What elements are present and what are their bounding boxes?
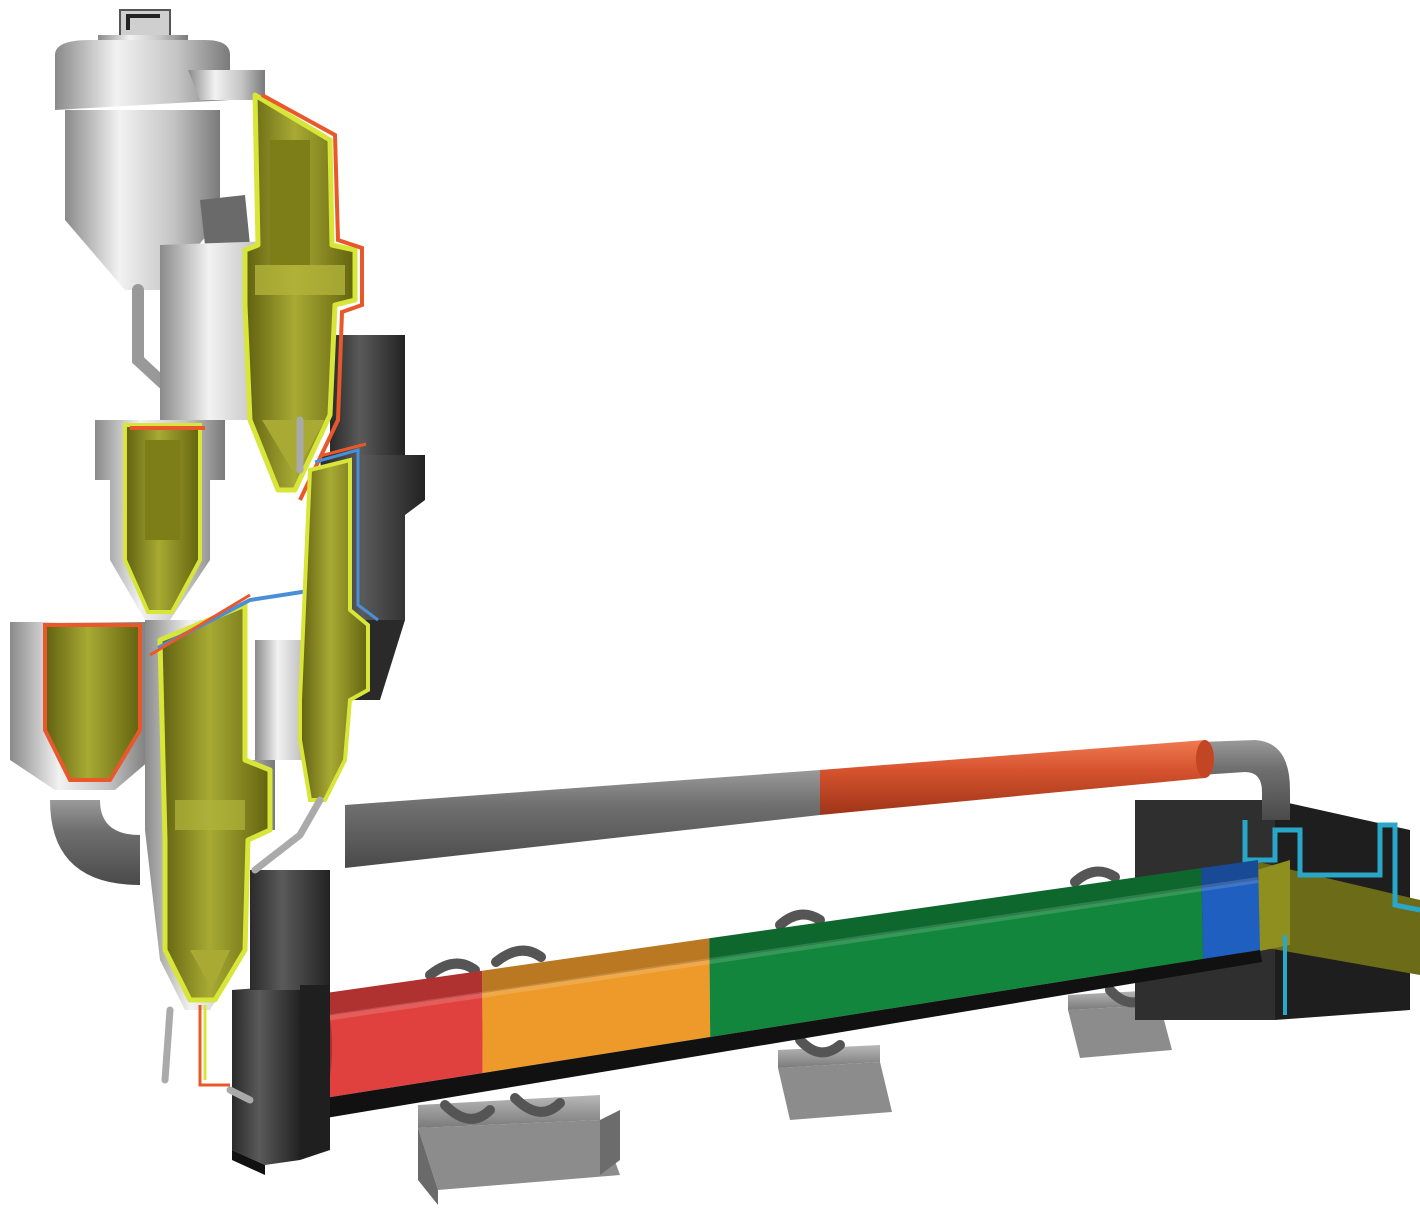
top-cyclone [55,9,265,391]
kiln-zone-3 [709,868,1204,1037]
duct-grey-section [345,770,820,868]
cyclone-stage-3 [95,420,225,620]
kiln-highlight [311,877,1259,1023]
tyre-rings [425,866,1155,1124]
kiln-zones [308,860,1260,1100]
kiln-zone-3-shade [709,868,1202,961]
cyclone-stage-1 [255,442,379,802]
duct-hot-section [820,740,1205,815]
kiln-supports [418,866,1172,1205]
kiln-zone-2-shade [482,938,710,994]
pier-2 [778,1045,892,1120]
kiln-zone-1-shade [312,970,483,1019]
kiln-inlet-riser [232,870,330,1175]
kiln-zone-4-shade [1201,860,1259,889]
rotary-kiln [308,860,1262,1120]
calciner-cyclone [145,587,317,1087]
cyclone-stage-2 [160,92,364,501]
kiln-zone-4 [1201,860,1260,959]
kiln-zone-2 [482,938,711,1073]
tertiary-air-duct [345,740,1290,868]
cyclone-stage-4 [10,622,150,885]
meal-pipes [161,416,324,1104]
kiln-zone-1 [312,970,483,1100]
